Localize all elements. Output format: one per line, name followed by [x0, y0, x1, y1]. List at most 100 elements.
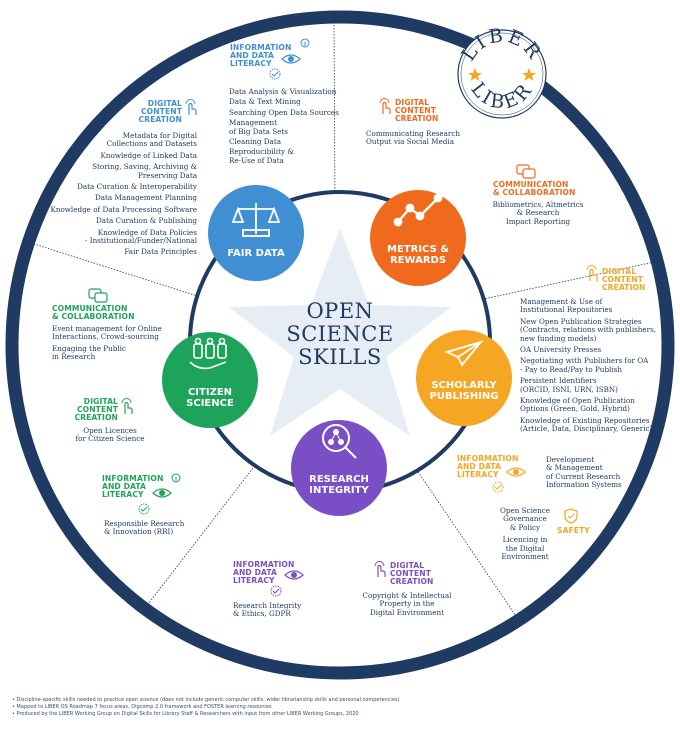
category-line: LITERACY: [102, 490, 144, 500]
skill-item: & Ethics, GDPR: [233, 609, 291, 619]
hub-label-metrics: METRICS & REWARDS: [378, 244, 458, 266]
skill-item: Management & Use of: [520, 297, 603, 306]
skill-item: Options (Green, Gold, Hybrid): [520, 404, 630, 414]
hub-label-citizen: CITIZEN SCIENCE: [166, 387, 254, 409]
skill-item: (ORCID, ISNI, URN, ISBN): [520, 384, 618, 394]
skill-item: Knowledge of Linked Data: [100, 150, 197, 160]
check-badge-icon: [270, 585, 282, 597]
category-line: CREATION: [390, 577, 434, 587]
skill-item: of Big Data Sets: [229, 126, 288, 136]
citizen-digital-list: Open Licences for Citizen Science: [60, 426, 160, 444]
category-line: CREATION: [138, 115, 182, 125]
skill-item: Communicating Research: [366, 129, 461, 138]
skill-item: Impact Reporting: [505, 216, 571, 226]
category-line: AND DATA: [230, 51, 275, 61]
hub-label-line: FAIR DATA: [227, 248, 285, 259]
skill-item: - Pay to Read/Pay to Publish: [520, 364, 622, 374]
skill-item: Open Science: [499, 506, 551, 515]
chat-bubbles-icon: [516, 164, 536, 179]
logo-star-icon: [468, 68, 482, 81]
people-hand-icon: [189, 337, 227, 370]
category-line: AND DATA: [233, 568, 278, 578]
publishing-safety-list: Open Science Governance & Policy Licenci…: [490, 506, 560, 561]
category-line: CONTENT: [395, 106, 436, 116]
balance-scale-icon: [231, 203, 281, 237]
info-icon: [171, 473, 181, 483]
category-line: & COLLABORATION: [493, 188, 576, 198]
skill-item: (Article, Data, Disciplinary, Generic): [520, 424, 653, 434]
category-line: INFORMATION: [233, 560, 295, 569]
skill-item: Data & Text Mining: [229, 97, 301, 107]
category-line: LITERACY: [230, 59, 272, 69]
skill-item: Reproducibility &: [229, 147, 294, 157]
skill-item: Searching Open Data Sources: [229, 107, 339, 117]
skill-item: & Innovation (RRI): [104, 527, 174, 537]
metrics-digital-category: DIGITAL CONTENT CREATION: [395, 98, 439, 124]
touch-hand-icon: [121, 398, 133, 414]
divider-line: [27, 241, 211, 301]
skill-item: Management: [229, 118, 277, 128]
category-line: INFORMATION: [457, 454, 519, 463]
skill-item: Governance: [503, 514, 547, 524]
category-line: CONTENT: [390, 569, 431, 579]
skill-item: for Citizen Science: [75, 434, 145, 444]
citizen-comm-category: COMMUNICATION & COLLABORATION: [52, 304, 135, 321]
skill-item: of Current Research: [546, 471, 621, 481]
category-line: CREATION: [395, 114, 439, 124]
skill-item: Data Management Planning: [95, 193, 197, 203]
category-line: CONTENT: [602, 275, 643, 285]
category-line: COMMUNICATION: [52, 304, 128, 313]
skill-item: Negotiating with Publishers for OA: [520, 356, 649, 366]
magnifier-network-icon: [322, 424, 357, 459]
skill-item: Digital Environment: [370, 607, 444, 617]
citizen-digital-category: DIGITAL CONTENT CREATION: [60, 397, 118, 423]
skill-item: Collections and Datasets: [106, 139, 197, 149]
hub-label-fair-data: FAIR DATA: [216, 248, 296, 259]
skill-item: - Institutional/Funder/National: [85, 236, 197, 246]
divider-line: [469, 261, 655, 303]
skill-item: Property in the: [379, 599, 435, 609]
metrics-comm-category: COMMUNICATION & COLLABORATION: [493, 180, 576, 198]
chat-bubbles-icon: [88, 288, 108, 303]
skill-item: Interactions, Crowd-sourcing: [52, 332, 159, 342]
center-title-line: SCIENCE: [286, 322, 394, 346]
category-line: LITERACY: [233, 576, 275, 586]
category-line: DIGITAL: [602, 267, 637, 276]
skill-item: Bibliometrics, Altmetrics: [492, 200, 584, 209]
category-line: COMMUNICATION: [493, 180, 569, 189]
skill-item: new funding models): [520, 333, 597, 343]
category-line: CONTENT: [141, 107, 182, 117]
skill-item: Output via Social Media: [366, 137, 454, 147]
category-line: LITERACY: [457, 470, 499, 480]
eye-icon: [281, 54, 301, 64]
divider-line: [333, 21, 336, 206]
category-line: AND DATA: [457, 462, 502, 472]
publishing-info-category: INFORMATION AND DATA LITERACY: [457, 454, 519, 480]
center-title-line: OPEN: [306, 299, 374, 323]
integrity-digital-list: Copyright & Intellectual Property in the…: [352, 591, 462, 617]
skill-item: Re-Use of Data: [229, 155, 284, 165]
category-line: CREATION: [74, 413, 118, 423]
center-title-line: SKILLS: [298, 345, 382, 369]
skill-item: Preserving Data: [138, 170, 197, 180]
skill-item: Research Integrity: [233, 601, 302, 610]
category-line: CREATION: [602, 283, 646, 293]
publishing-list: Management & Use of Institutional Reposi…: [520, 297, 660, 434]
category-line: DIGITAL: [147, 99, 182, 108]
hub-citizen-science: [162, 332, 258, 428]
skill-item: Event management for Online: [52, 324, 162, 333]
skill-item: Data Curation & Interoperability: [77, 182, 197, 192]
touch-hand-icon: [586, 265, 598, 281]
skill-item: Open Licences: [83, 426, 137, 435]
hub-label-publishing: SCHOLARLY PUBLISHING: [420, 380, 508, 402]
fair-info-list: Data Analysis & Visualization Data & Tex…: [229, 87, 339, 165]
skill-item: Knowledge of Data Policies: [97, 227, 197, 237]
skill-item: New Open Publication Strategies: [520, 316, 642, 326]
eye-icon: [152, 488, 172, 498]
paper-plane-icon: [444, 340, 484, 367]
category-line: DIGITAL: [390, 561, 425, 570]
footnote: Produced by the LIBER Working Group on D…: [12, 711, 672, 718]
rri-info-list: Responsible Research & Innovation (RRI): [104, 519, 204, 537]
fair-info-category: INFORMATION AND DATA LITERACY: [230, 43, 291, 69]
skill-item: Knowledge of Data Processing Software: [50, 204, 197, 214]
